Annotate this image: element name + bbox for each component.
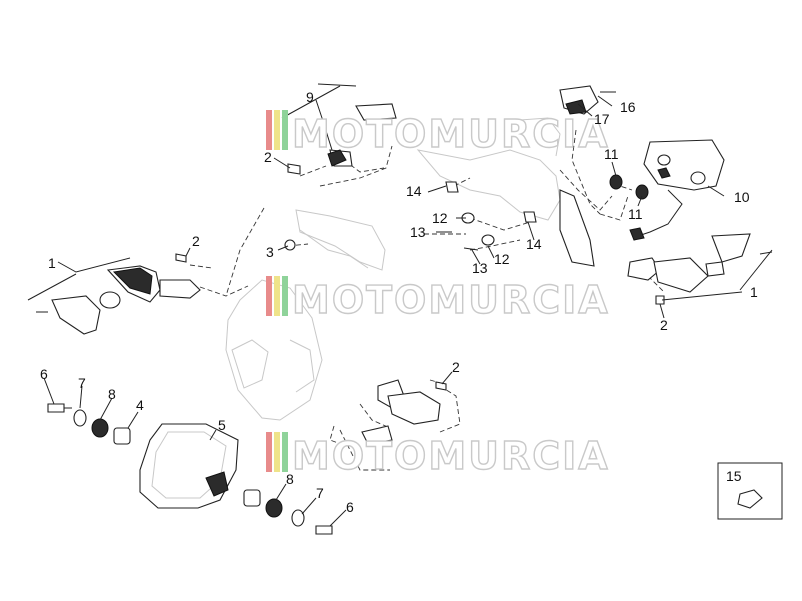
callout-12-top: 12	[432, 210, 448, 226]
callout-7-left: 7	[78, 375, 86, 391]
callout-5: 5	[218, 417, 226, 433]
callout-2-plate-light: 2	[264, 149, 272, 165]
callout-1-right: 1	[750, 284, 758, 300]
watermark-top: MOTOMURCIA	[266, 110, 610, 157]
callout-6-right: 6	[346, 499, 354, 515]
callout-8-left: 8	[108, 386, 116, 402]
callout-2-left-signal: 2	[192, 233, 200, 249]
callout-leaders	[27, 83, 773, 527]
callout-15: 15	[726, 468, 742, 484]
callout-16: 16	[620, 99, 636, 115]
callout-4: 4	[136, 397, 144, 413]
watermark-group: MOTOMURCIA MOTOMURCIA MOTOMURCIA	[266, 110, 610, 479]
callout-13-top: 13	[410, 224, 426, 240]
callout-2-front-signal: 2	[452, 359, 460, 375]
callout-8-right: 8	[286, 471, 294, 487]
callout-2-right-signal: 2	[660, 317, 668, 333]
callout-1-left: 1	[48, 255, 56, 271]
assembly-dashed-lines	[189, 129, 665, 471]
callout-14-right: 14	[526, 236, 542, 252]
callout-12-bottom: 12	[494, 251, 510, 267]
callout-10: 10	[734, 189, 750, 205]
callout-6-left: 6	[40, 366, 48, 382]
callout-14-left: 14	[406, 183, 422, 199]
watermark-text-top: MOTOMURCIA	[292, 112, 610, 156]
frame-outline	[225, 117, 561, 421]
watermark-middle: MOTOMURCIA	[266, 276, 610, 323]
callout-7-right: 7	[316, 485, 324, 501]
callout-11-top: 11	[604, 146, 619, 162]
part-shapes	[36, 85, 783, 535]
callout-9: 9	[306, 89, 314, 105]
watermark-bottom: MOTOMURCIA	[266, 432, 610, 479]
callout-13-bottom: 13	[472, 260, 488, 276]
watermark-text-middle: MOTOMURCIA	[292, 278, 610, 322]
callout-11-bottom: 11	[628, 206, 643, 222]
callout-3: 3	[266, 244, 274, 260]
callout-labels: 1 1 2 2 2 2 3 4 5 6 6 7 7 8 8 9 10 11 11…	[40, 89, 758, 515]
callout-17: 17	[594, 111, 610, 127]
watermark-text-bottom: MOTOMURCIA	[292, 434, 610, 478]
